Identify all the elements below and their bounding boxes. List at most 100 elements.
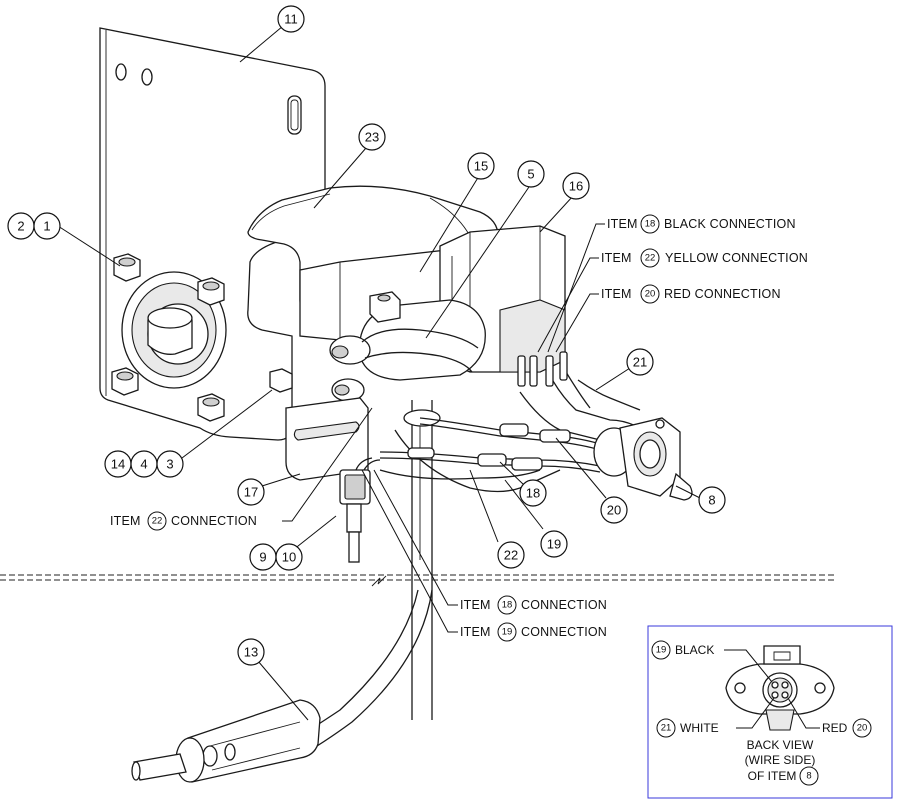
callout-item22-prefix: ITEM [110,514,141,528]
connection-callouts: ITEM 18 BLACK CONNECTION ITEM 22 YELLOW … [110,214,808,642]
balloon-4: 4 [130,450,158,478]
nut-top-left [113,253,141,282]
callout-item22-item: 22 [152,516,163,527]
balloon-18: 18 [519,479,547,507]
callout-red-connection: ITEM 20 RED CONNECTION [601,284,781,304]
inset-white-item: 21 [661,723,672,734]
balloon-14-label: 14 [111,457,125,472]
balloon-1: 1 [33,212,61,240]
nut-bracket [269,368,293,393]
callout-item19-item-balloon: 19 [497,622,517,642]
nut-bottom-left [111,367,139,396]
balloon-11-label: 11 [284,12,298,27]
balloon-2: 2 [7,212,35,240]
balloon-16: 16 [562,172,590,200]
inset-frame [647,625,893,799]
balloon-20-label: 20 [607,503,621,518]
callout-item18-suffix: CONNECTION [521,598,607,612]
inset-black-item-balloon: 19 [651,640,671,660]
balloon-5-label: 5 [527,167,534,182]
inset-white-text: WHITE [680,721,719,735]
break-lines [0,574,836,587]
callout-item22-connection: ITEM 22 CONNECTION [110,511,257,531]
inset-caption-line1: BACK VIEW [747,738,814,752]
trailer-plug [593,417,693,501]
callout-red-suffix: RED CONNECTION [664,287,781,301]
callout-item18-connection: ITEM 18 CONNECTION [460,595,607,615]
balloon-4-label: 4 [140,457,147,472]
callout-item22-item-balloon: 22 [147,511,167,531]
callout-item18-item: 18 [502,600,513,611]
inset-red-item-balloon: 20 [852,718,872,738]
balloon-8: 8 [698,486,726,514]
callout-black-item-balloon: 18 [640,214,660,234]
balloon-15-label: 15 [474,159,488,174]
balloon-16-label: 16 [569,179,583,194]
balloon-13-label: 13 [244,645,258,660]
balloon-10: 10 [275,543,303,571]
balloon-21: 21 [626,348,654,376]
inset-white-label: 21 WHITE [656,718,719,738]
balloon-2-label: 2 [17,219,24,234]
balloon-11: 11 [277,5,305,33]
inset-red-text: RED [822,721,848,735]
inset-red-label: RED 20 [822,718,872,738]
balloon-23-label: 23 [365,130,379,145]
balloon-17: 17 [237,478,265,506]
callout-item19-prefix: ITEM [460,625,491,639]
balloon-10-label: 10 [282,550,296,565]
callout-yellow-suffix: YELLOW CONNECTION [665,251,808,265]
balloon-8-label: 8 [708,493,715,508]
bracket [285,397,369,481]
balloon-15: 15 [467,152,495,180]
balloon-17-label: 17 [244,485,258,500]
inset-caption-item: 8 [806,771,811,782]
balloon-20: 20 [600,496,628,524]
leader-lines [57,25,701,721]
balloon-3-label: 3 [166,457,173,472]
hex-nuts [111,253,293,422]
callout-yellow-connection: ITEM 22 YELLOW CONNECTION [601,248,808,268]
inset-caption-item-balloon: 8 [799,766,819,786]
solenoid [329,291,486,402]
balloon-14: 14 [104,450,132,478]
inset-black-label: 19 BLACK [651,640,714,660]
balloon-21-label: 21 [633,355,647,370]
callout-red-prefix: ITEM [601,287,632,301]
balloon-22-label: 22 [504,548,518,563]
callout-item19-connection: ITEM 19 CONNECTION [460,622,607,642]
callout-red-item: 20 [645,289,656,300]
inset-black-item: 19 [656,645,667,656]
callout-red-item-balloon: 20 [640,284,660,304]
nut-top-right [197,277,225,306]
nut-bottom-right [197,393,225,422]
callout-item19-suffix: CONNECTION [521,625,607,639]
balloon-18-label: 18 [526,486,540,501]
mounting-plate [99,27,326,441]
balloon-3: 3 [156,450,184,478]
callout-black-prefix: ITEM [607,217,638,231]
balloon-9-label: 9 [259,550,266,565]
callout-black-suffix: BLACK CONNECTION [664,217,796,231]
hose-handle [131,589,433,783]
balloon-19-label: 19 [547,537,561,552]
inset-white-item-balloon: 21 [656,718,676,738]
pressure-switch [339,457,381,563]
callout-black-connection: ITEM 18 BLACK CONNECTION [607,214,796,234]
callout-black-item: 18 [645,219,656,230]
balloon-19: 19 [540,530,568,558]
inset-plug-drawing [725,645,835,731]
callout-item19-item: 19 [502,627,513,638]
callout-yellow-item-balloon: 22 [640,248,660,268]
callout-yellow-item: 22 [645,253,656,264]
item-balloons: 11 23 15 5 16 2 1 21 14 4 3 17 18 20 8 1… [7,5,726,666]
callout-item18-prefix: ITEM [460,598,491,612]
balloon-23: 23 [358,123,386,151]
callout-item18-item-balloon: 18 [497,595,517,615]
inset-caption-line2: (WIRE SIDE) [745,753,816,767]
inset-black-text: BLACK [675,643,714,657]
callout-yellow-prefix: ITEM [601,251,632,265]
inset-back-view: 19 BLACK 21 WHITE RED 20 BACK VIEW (WIRE… [647,625,893,799]
balloon-9: 9 [249,543,277,571]
